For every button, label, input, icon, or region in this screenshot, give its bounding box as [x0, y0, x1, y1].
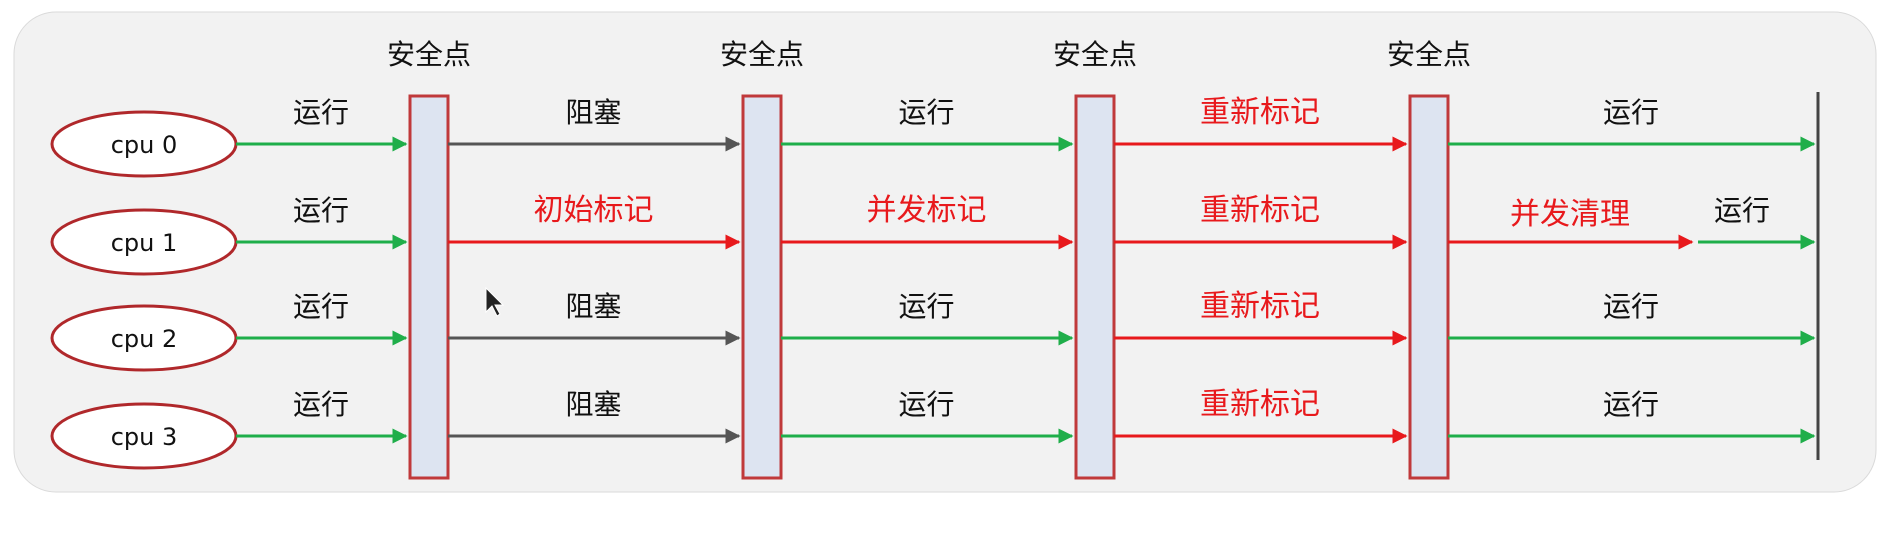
segment-label: 阻塞 [565, 290, 621, 323]
safepoint-label: 安全点 [1387, 38, 1471, 71]
segment-label: 阻塞 [565, 96, 621, 129]
safepoint-bar [741, 94, 783, 480]
segment-label: 运行 [898, 290, 954, 323]
safepoint-bar [408, 94, 450, 480]
segment-label: 运行 [1603, 290, 1659, 323]
safepoint-bar [1074, 94, 1116, 480]
segment-label: 运行 [293, 194, 349, 227]
segment-label: 运行 [898, 96, 954, 129]
segment-label: 重新标记 [1200, 289, 1320, 324]
segment-label: 运行 [1603, 388, 1659, 421]
safepoint-label: 安全点 [1053, 38, 1137, 71]
segment-label: 并发清理 [1510, 197, 1630, 232]
segment-label: 运行 [1603, 96, 1659, 129]
segment-label: 重新标记 [1200, 387, 1320, 422]
segment-label: 重新标记 [1200, 95, 1320, 130]
safepoint-label: 安全点 [387, 38, 471, 71]
mouse-cursor-icon [485, 286, 505, 317]
safepoint-label: 安全点 [720, 38, 804, 71]
segment-label: 并发标记 [867, 193, 987, 228]
segment-label: 阻塞 [565, 388, 621, 421]
segment-label: 运行 [293, 96, 349, 129]
segment-label: 初始标记 [534, 193, 654, 228]
segment-label: 运行 [293, 388, 349, 421]
segment-label: 重新标记 [1200, 193, 1320, 228]
cpu-label: cpu 1 [111, 229, 178, 257]
segment-label: 运行 [1714, 194, 1770, 227]
cpu-label: cpu 0 [111, 131, 178, 159]
segment-label: 运行 [898, 388, 954, 421]
cpu-label: cpu 2 [111, 325, 178, 353]
cpu-label: cpu 3 [111, 423, 178, 451]
safepoint-bar [1408, 94, 1450, 480]
segment-label: 运行 [293, 290, 349, 323]
